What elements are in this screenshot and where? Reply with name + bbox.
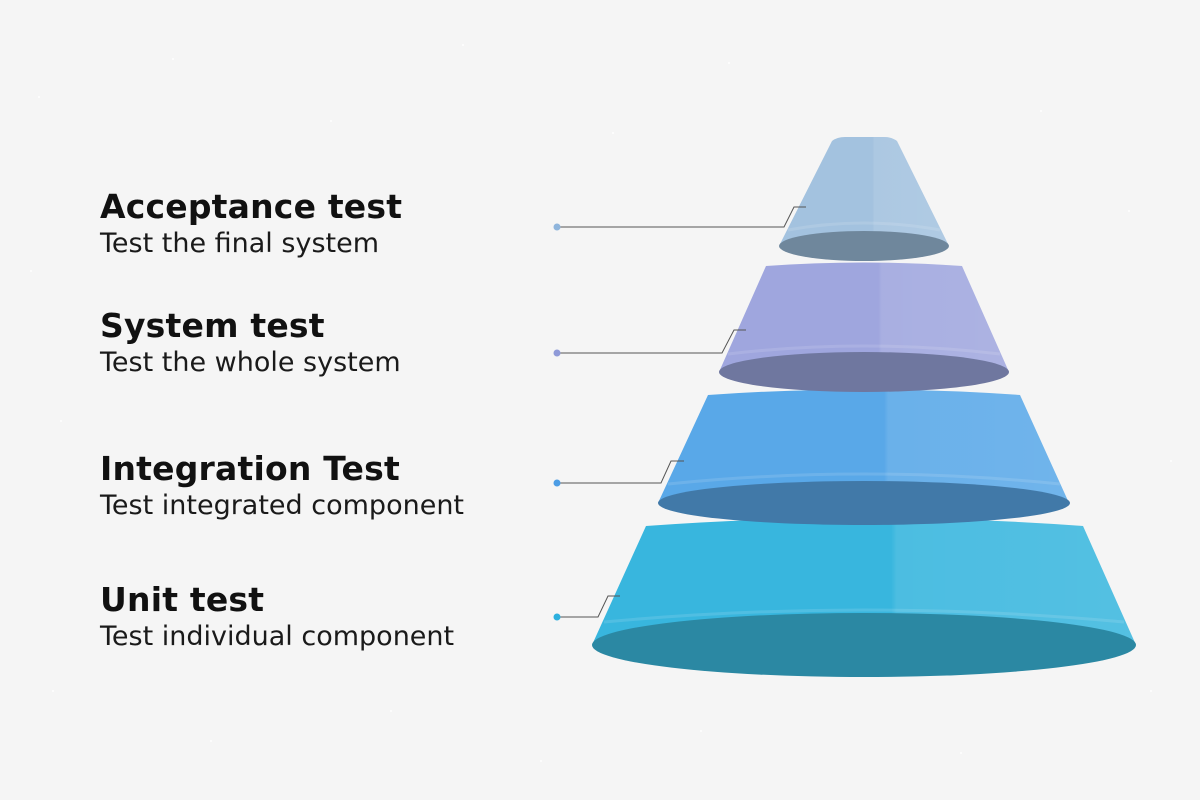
level-description: Test the whole system — [100, 347, 401, 378]
level-description: Test the final system — [100, 228, 380, 259]
connector-system — [553, 329, 746, 357]
pyramid-tier-unit — [592, 518, 1136, 677]
pyramid-tier-acceptance — [779, 137, 949, 261]
level-label-integration: Integration Test Test integrated compone… — [100, 450, 464, 524]
level-title: System test — [100, 306, 325, 345]
pyramid-tier-integration — [658, 389, 1070, 525]
level-label-system: System test Test the whole system — [100, 307, 401, 381]
level-label-unit: Unit test Test individual component — [100, 581, 454, 655]
level-title: Acceptance test — [100, 187, 403, 226]
level-title: Integration Test — [100, 449, 400, 488]
connector-unit — [553, 595, 620, 621]
level-label-acceptance: Acceptance test Test the final system — [100, 188, 402, 262]
connector-acceptance — [553, 206, 806, 231]
pyramid-tier-system — [719, 262, 1009, 392]
connector-integration — [553, 460, 684, 487]
level-description: Test individual component — [100, 621, 455, 652]
level-description: Test integrated component — [100, 490, 465, 521]
level-title: Unit test — [100, 580, 265, 619]
